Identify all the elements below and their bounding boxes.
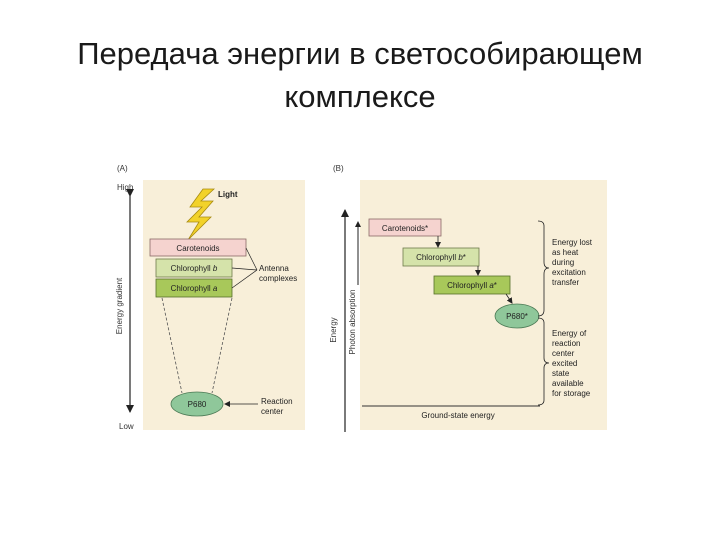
storage-brace: [537, 317, 550, 406]
carotenoids-excited-box: [368, 218, 442, 237]
carotenoids-box: [149, 238, 247, 257]
carotenoids-excited-label: Carotenoids*: [382, 224, 428, 233]
slide-title: Передача энергии в светособирающем компл…: [40, 32, 680, 118]
lightning-icon: [186, 188, 216, 241]
slide-title-line-2: комплексе: [284, 79, 436, 114]
energy-stored-text: Energy of reaction center excited state …: [552, 329, 591, 398]
energy-lost-text: Energy lost as heat during excitation tr…: [552, 238, 594, 287]
chlorophyll-b-label: Chlorophyll b: [171, 264, 218, 273]
chlorophyll-b-excited-label: Chlorophyll b*: [416, 253, 466, 262]
transfer-arrow-3: [505, 293, 513, 304]
antenna-pointer-3: [231, 269, 258, 289]
funnel-line-left: [161, 297, 183, 394]
slide-title-line-1: Передача энергии в светособирающем: [77, 36, 643, 71]
heat-loss-brace: [537, 220, 550, 317]
axis-low-label: Low: [119, 422, 134, 431]
photon-absorption-label: Photon absorption: [348, 290, 357, 355]
antenna-label-line-1: Antenna: [259, 264, 289, 273]
panel-b: (B) Energy Photon absorption Carotenoids…: [329, 164, 607, 432]
p680-ellipse: [170, 391, 224, 417]
chlorophyll-a-label: Chlorophyll a: [171, 284, 218, 293]
antenna-pointer-2: [231, 267, 258, 271]
panel-b-label: (B): [333, 164, 344, 173]
reaction-center-line-1: Reaction: [261, 397, 293, 406]
p680-label: P680: [188, 400, 207, 409]
chlorophyll-a-excited-label: Chlorophyll a*: [447, 281, 497, 290]
funnel-line-right: [211, 297, 233, 394]
ground-state-label: Ground-state energy: [421, 411, 494, 420]
reaction-center-line-2: center: [261, 407, 284, 416]
axis-high-label: High: [117, 183, 133, 192]
light-label: Light: [218, 190, 238, 199]
panel-a-label: (A): [117, 164, 128, 173]
p680-excited-label: P680*: [506, 312, 528, 321]
panel-a: (A) High Low Energy gradient Light Carot…: [115, 164, 305, 431]
energy-axis-label: Energy: [329, 317, 338, 342]
energy-gradient-label: Energy gradient: [115, 277, 124, 334]
panel-a-background: [143, 180, 305, 430]
carotenoids-label: Carotenoids: [176, 244, 219, 253]
chlorophyll-b-excited-box: [402, 247, 480, 267]
antenna-pointer-1: [245, 247, 258, 271]
chlorophyll-a-excited-box: [433, 275, 511, 295]
antenna-label-line-2: complexes: [259, 274, 297, 283]
